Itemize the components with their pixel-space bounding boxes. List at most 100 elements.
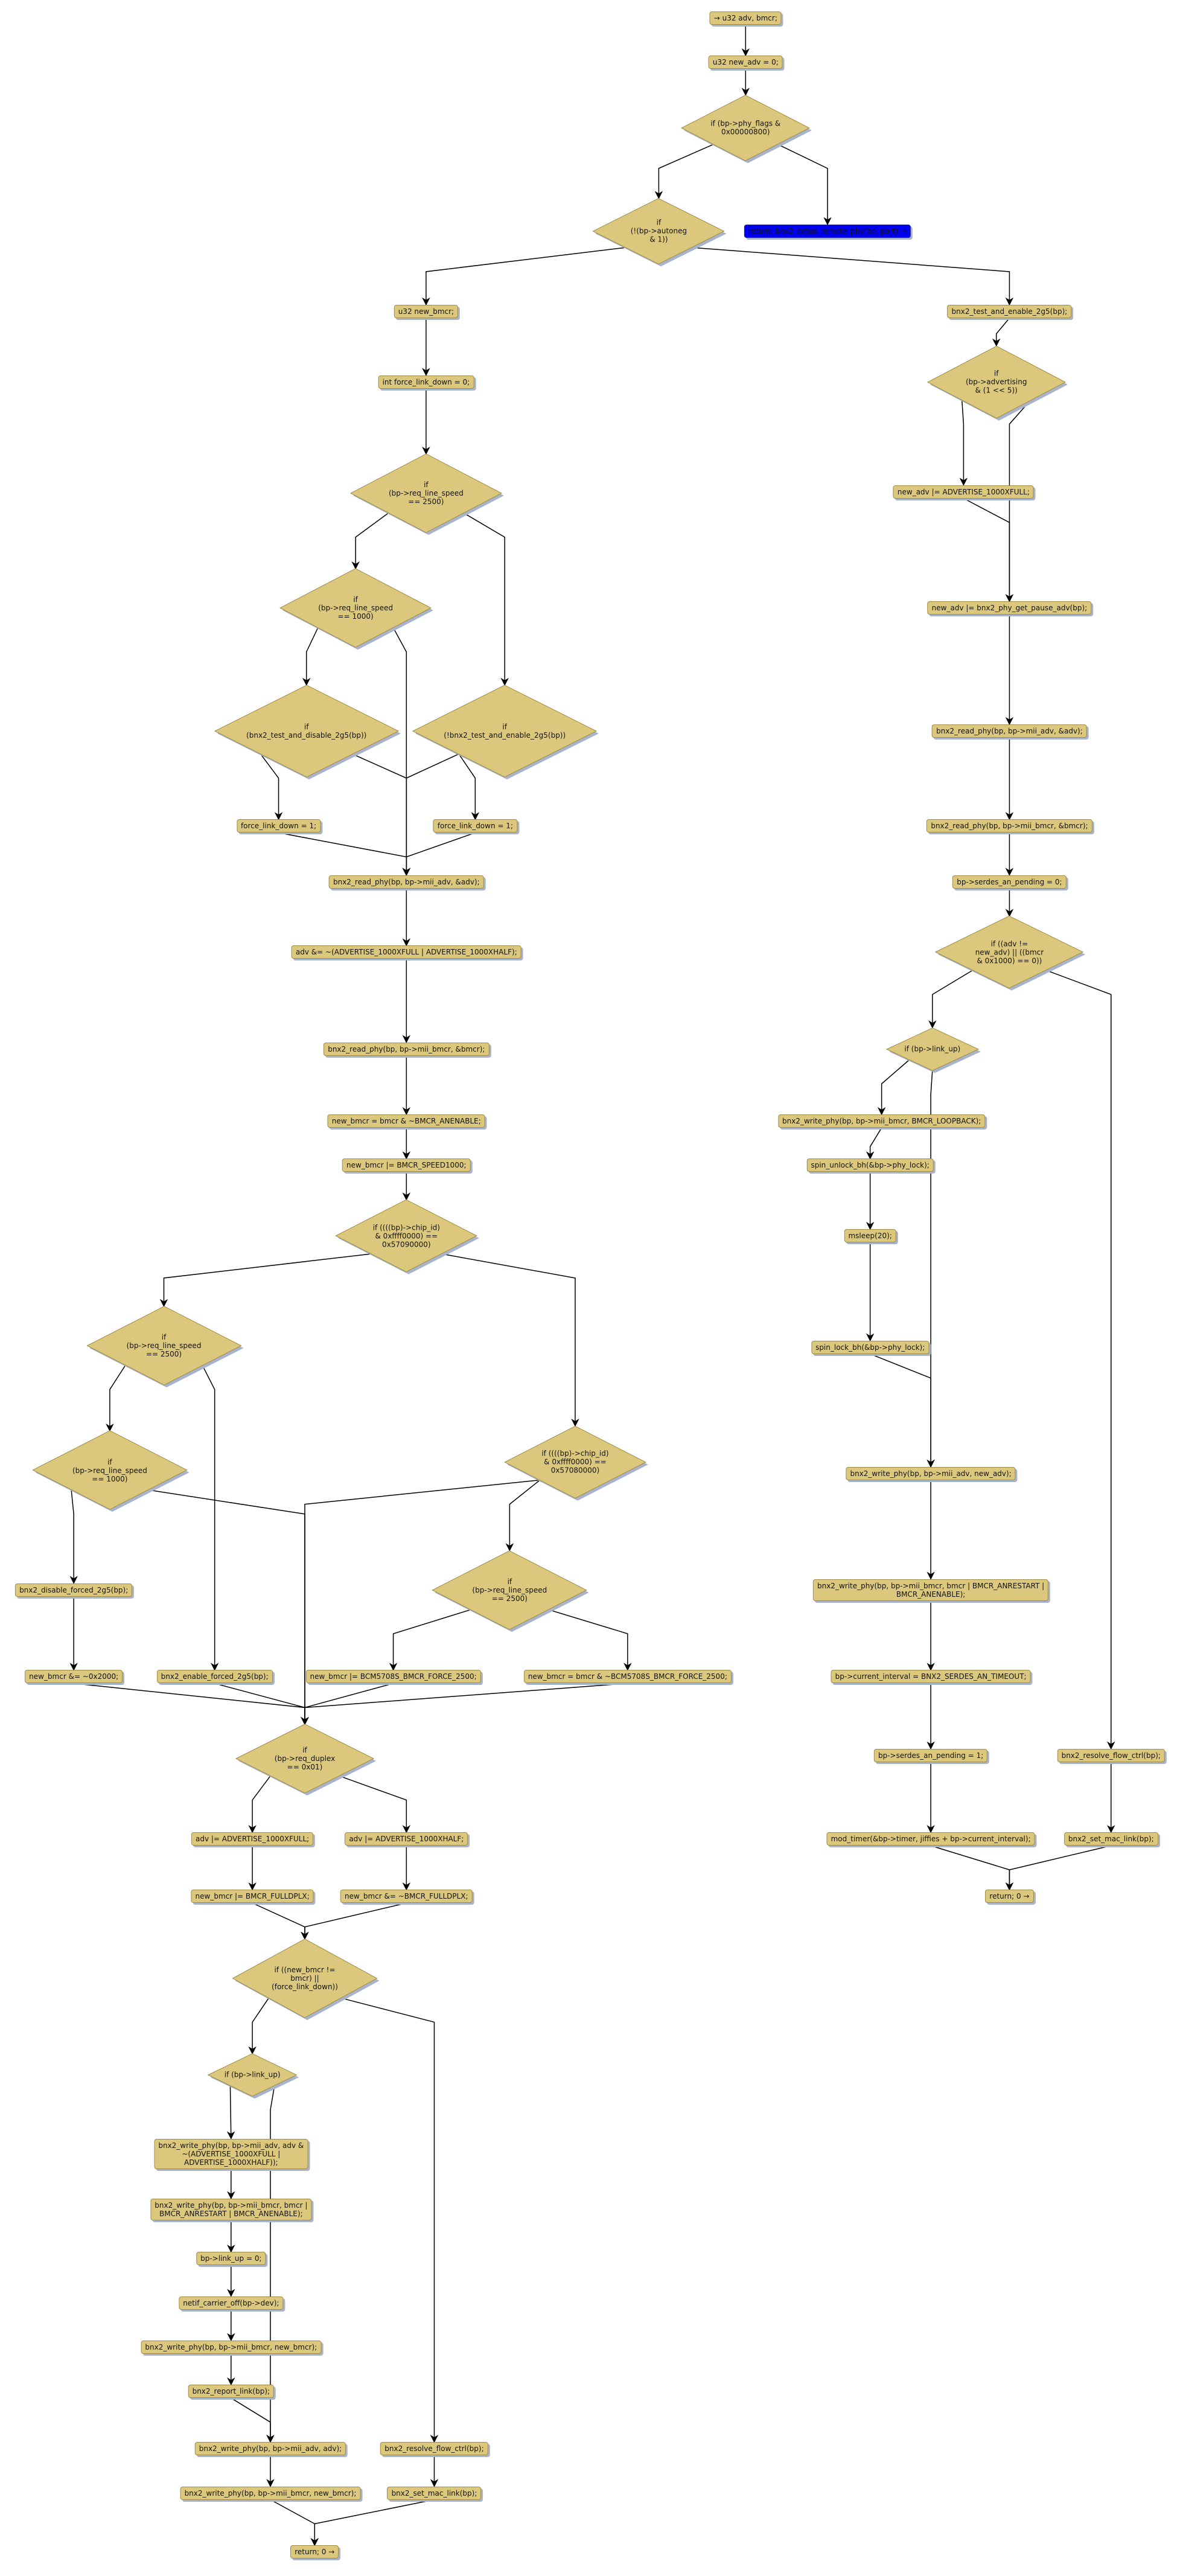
statement-node-n45[interactable]: return; 0 → <box>290 2545 339 2559</box>
diamond-shape <box>207 2053 299 2099</box>
decision-node-n9[interactable]: if (bnx2_test_and_disable_2g5(bp)) <box>214 685 401 779</box>
edge-arrow <box>226 2085 235 2140</box>
statement-node-r15[interactable]: bnx2_write_phy(bp, bp->mii_bmcr, bmcr | … <box>812 1579 1049 1601</box>
decision-label: if (bp->link_up) <box>904 1044 961 1053</box>
statement-node-n24[interactable]: new_bmcr &= ~0x2000; <box>25 1670 123 1684</box>
statement-node-n43[interactable]: bnx2_write_phy(bp, bp->mii_bmcr, new_bmc… <box>180 2486 361 2500</box>
diamond-shape <box>885 1027 981 1073</box>
statement-node-n27[interactable]: new_bmcr = bmcr & ~BCM5708S_BMCR_FORCE_2… <box>523 1670 732 1684</box>
decision-node-n21[interactable]: if ((((bp)->chip_id) & 0xffff0000) == 0x… <box>504 1425 648 1501</box>
edge-arrow <box>214 1683 309 1725</box>
decision-node-n28[interactable]: if (bp->req_duplex == 0x01) <box>235 1724 377 1796</box>
statement-node-n44[interactable]: bnx2_set_mac_link(bp); <box>387 2486 482 2500</box>
decision-node-n33[interactable]: if ((new_bmcr != bmcr) || (force_link_do… <box>232 1938 380 2021</box>
diamond-shape <box>235 1724 377 1796</box>
edge-arrow <box>148 1489 309 1725</box>
decision-node-r2[interactable]: if (bp->advertising & (1 << 5)) <box>926 345 1068 421</box>
edge-arrow <box>654 144 714 199</box>
edge-arrow <box>777 144 832 226</box>
decision-label: if ((new_bmcr != bmcr) || (force_link_do… <box>272 1966 338 1991</box>
edge-arrow <box>877 1059 910 1116</box>
statement-node-n40[interactable]: bnx2_report_link(bp); <box>188 2385 275 2399</box>
statement-node-n42[interactable]: bnx2_resolve_flow_ctrl(bp); <box>380 2442 488 2456</box>
edge-arrow <box>302 627 319 686</box>
decision-node-n18[interactable]: if ((((bp)->chip_id) & 0xffff0000) == 0x… <box>335 1199 480 1274</box>
statement-node-r11[interactable]: spin_unlock_bh(&bp->phy_lock); <box>806 1159 934 1172</box>
statement-node-n11[interactable]: force_link_down = 1; <box>236 819 321 833</box>
decision-node-r8[interactable]: if ((adv != new_adv) || ((bmcr & 0x1000)… <box>935 916 1086 991</box>
statement-node-n17[interactable]: new_bmcr |= BMCR_SPEED1000; <box>342 1159 471 1172</box>
diamond-shape <box>926 345 1068 421</box>
edge-arrow <box>458 753 480 820</box>
edge-arrow <box>389 1609 471 1671</box>
edge-arrow <box>340 1997 439 2443</box>
decision-label: if ((((bp)->chip_id) & 0xffff0000) == 0x… <box>541 1449 609 1475</box>
diamond-shape <box>412 685 599 779</box>
statement-node-r17[interactable]: bp->serdes_an_pending = 1; <box>873 1748 988 1762</box>
edge-arrow <box>248 1998 269 2055</box>
decision-label: if (!(bp->autoneg & 1)) <box>630 218 687 244</box>
statement-node-n29[interactable]: adv |= ADVERTISE_1000XFULL; <box>191 1832 314 1846</box>
statement-node-r4[interactable]: new_adv |= bnx2_phy_get_pause_adv(bp); <box>927 601 1092 615</box>
statement-node-n38[interactable]: netif_carrier_off(bp->dev); <box>179 2296 284 2310</box>
statement-node-n35[interactable]: bnx2_write_phy(bp, bp->mii_adv, adv & ~(… <box>154 2138 308 2169</box>
decision-node-n7[interactable]: if (bp->req_line_speed == 2500) <box>349 453 504 535</box>
edge-arrow <box>992 318 1010 347</box>
statement-node-n31[interactable]: new_bmcr |= BMCR_FULLDPLX; <box>191 1890 314 1903</box>
decision-label: if ((adv != new_adv) || ((bmcr & 0x1000)… <box>975 939 1044 965</box>
statement-node-r18[interactable]: mod_timer(&bp->timer, jiffies + bp->curr… <box>826 1832 1035 1846</box>
statement-node-r13[interactable]: spin_lock_bh(&bp->phy_lock); <box>811 1340 930 1354</box>
decision-node-r9[interactable]: if (bp->link_up) <box>885 1027 981 1073</box>
statement-node-n26[interactable]: new_bmcr |= BCM5708S_BMCR_FORCE_2500; <box>305 1670 481 1684</box>
statement-node-n41[interactable]: bnx2_write_phy(bp, bp->mii_adv, adv); <box>194 2442 346 2456</box>
decision-node-n8[interactable]: if (bp->req_line_speed == 1000) <box>279 568 434 650</box>
decision-label: if (bp->advertising & (1 << 5)) <box>965 369 1027 395</box>
statement-node-n14[interactable]: adv &= ~(ADVERTISE_1000XFULL | ADVERTISE… <box>291 945 521 959</box>
statement-node-n0[interactable]: → u32 adv, bmcr; <box>709 11 782 25</box>
statement-node-r16[interactable]: bp->current_interval = BNX2_SERDES_AN_TI… <box>831 1670 1031 1684</box>
statement-node-r6[interactable]: bnx2_read_phy(bp, bp->mii_bmcr, &bmcr); <box>926 819 1092 833</box>
statement-node-n22[interactable]: bnx2_disable_forced_2g5(bp); <box>15 1583 133 1597</box>
edge-arrow <box>270 2499 319 2546</box>
statement-node-n39[interactable]: bnx2_write_phy(bp, bp->mii_bmcr, new_bmc… <box>141 2340 322 2354</box>
statement-node-r12[interactable]: msleep(20); <box>844 1229 896 1243</box>
statement-node-n25[interactable]: bnx2_enable_forced_2g5(bp); <box>156 1670 273 1684</box>
statement-node-n15[interactable]: bnx2_read_phy(bp, bp->mii_bmcr, &bmcr); <box>324 1042 489 1056</box>
decision-node-n3[interactable]: if (!(bp->autoneg & 1)) <box>592 197 727 267</box>
edge-arrow <box>339 1775 411 1833</box>
statement-node-r20[interactable]: bnx2_set_mac_link(bp); <box>1063 1832 1158 1846</box>
edge-arrow <box>266 2085 275 2443</box>
statement-node-n1[interactable]: u32 new_adv = 0; <box>708 56 783 69</box>
diamond-shape <box>935 916 1086 991</box>
statement-node-n30[interactable]: adv |= ADVERTISE_1000XHALF; <box>345 1832 468 1846</box>
decision-node-n10[interactable]: if (!bnx2_test_and_enable_2g5(bp)) <box>412 685 599 779</box>
edge-arrow <box>310 2499 435 2546</box>
decision-node-n34[interactable]: if (bp->link_up) <box>207 2053 299 2099</box>
statement-node-n12[interactable]: force_link_down = 1; <box>433 819 517 833</box>
statement-node-n5[interactable]: u32 new_bmcr; <box>394 304 459 318</box>
decision-node-n2[interactable]: if (bp->phy_flags & 0x00000800) <box>681 94 812 164</box>
statement-node-n6[interactable]: int force_link_down = 0; <box>378 375 474 389</box>
statement-node-n13[interactable]: bnx2_read_phy(bp, bp->mii_adv, &adv); <box>328 875 484 889</box>
statement-node-n16[interactable]: new_bmcr = bmcr & ~BMCR_ANENABLE; <box>327 1114 485 1128</box>
statement-node-r14[interactable]: bnx2_write_phy(bp, bp->mii_adv, new_adv)… <box>846 1466 1016 1480</box>
statement-node-r19[interactable]: bnx2_resolve_flow_ctrl(bp); <box>1057 1748 1165 1762</box>
decision-node-n19[interactable]: if (bp->req_line_speed == 2500) <box>86 1306 244 1388</box>
statement-node-n36[interactable]: bnx2_write_phy(bp, bp->mii_bmcr, bmcr | … <box>150 2198 312 2220</box>
edge-arrow <box>1046 970 1115 1750</box>
return-node-n4[interactable]: return; bnx2_setup_remote_phy(bp, port) … <box>744 224 911 238</box>
statement-node-r3[interactable]: new_adv |= ADVERTISE_1000XFULL; <box>893 485 1034 499</box>
statement-node-r7[interactable]: bp->serdes_an_pending = 0; <box>952 875 1067 889</box>
statement-node-n37[interactable]: bp->link_up = 0; <box>196 2252 266 2266</box>
statement-node-r5[interactable]: bnx2_read_phy(bp, bp->mii_adv, &adv); <box>932 724 1087 738</box>
edge-arrow <box>1005 399 1032 602</box>
decision-node-n23[interactable]: if (bp->req_line_speed == 2500) <box>432 1550 589 1632</box>
statement-node-r1[interactable]: bnx2_test_and_enable_2g5(bp); <box>947 304 1072 318</box>
statement-node-r21[interactable]: return; 0 → <box>985 1890 1034 1903</box>
edge-arrow <box>959 400 968 486</box>
diamond-shape <box>232 1938 380 2021</box>
decision-node-n20[interactable]: if (bp->req_line_speed == 1000) <box>32 1430 190 1512</box>
statement-node-n32[interactable]: new_bmcr &= ~BMCR_FULLDPLX; <box>340 1890 473 1903</box>
statement-node-r10[interactable]: bnx2_write_phy(bp, bp->mii_bmcr, BMCR_LO… <box>777 1114 986 1128</box>
